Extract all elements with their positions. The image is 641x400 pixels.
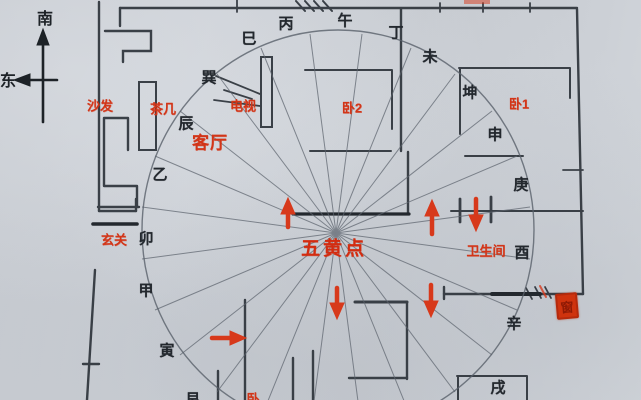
direction-xu: 戌 [490, 380, 506, 397]
direction-you: 酉 [514, 245, 530, 262]
tv-label: 电视 [229, 98, 257, 114]
five-yellow-point-label: 五黄点 [300, 238, 368, 260]
direction-shen: 申 [487, 127, 503, 144]
entrance-label: 玄关 [100, 232, 128, 248]
compass-east-label: 东 [0, 73, 17, 90]
direction-wei: 未 [422, 49, 438, 66]
bottom-partial-label: 卧 [246, 391, 260, 400]
compass-cross-icon [12, 27, 59, 124]
radial-direction-lines [141, 33, 531, 400]
direction-yi: 乙 [152, 167, 168, 184]
bottom-right-down-arrow [423, 282, 439, 319]
direction-chen: 辰 [178, 116, 194, 133]
sofa-label: 沙发 [86, 98, 114, 114]
living-room-up-arrow [280, 196, 296, 230]
direction-kun: 坤 [462, 85, 478, 102]
bathroom-down-arrow [468, 196, 484, 233]
direction-geng: 庚 [513, 177, 529, 194]
tea-table-label: 茶几 [149, 101, 177, 117]
direction-mao: 卯 [138, 231, 154, 248]
direction-wu: 午 [337, 13, 353, 30]
bedroom1-label: 卧1 [508, 96, 530, 112]
window-label: 窗 [559, 298, 575, 316]
window-red-hatch [539, 285, 547, 298]
wall-lines [81, 0, 585, 400]
direction-xun: 巽 [201, 70, 217, 87]
bottom-left-right-arrow [209, 330, 248, 346]
direction-xin: 辛 [506, 316, 522, 333]
direction-ding: 丁 [388, 25, 404, 42]
compass-south-label: 南 [36, 11, 54, 28]
window-label-box: 窗 [554, 292, 580, 320]
direction-bing: 丙 [278, 16, 294, 33]
top-red-smudge [464, 0, 490, 4]
direction-gen: 艮 [185, 389, 200, 400]
direction-yin: 寅 [159, 343, 175, 360]
bathroom-label: 卫生间 [466, 243, 506, 259]
direction-jia: 甲 [138, 283, 154, 300]
bedroom2-side-up-arrow [424, 198, 440, 237]
bottom-center-down-arrow [329, 285, 345, 321]
bedroom2-label: 卧2 [341, 100, 363, 116]
compass-ellipse [141, 29, 535, 400]
direction-si: 巳 [241, 31, 257, 48]
living-room-label: 客厅 [192, 133, 228, 153]
